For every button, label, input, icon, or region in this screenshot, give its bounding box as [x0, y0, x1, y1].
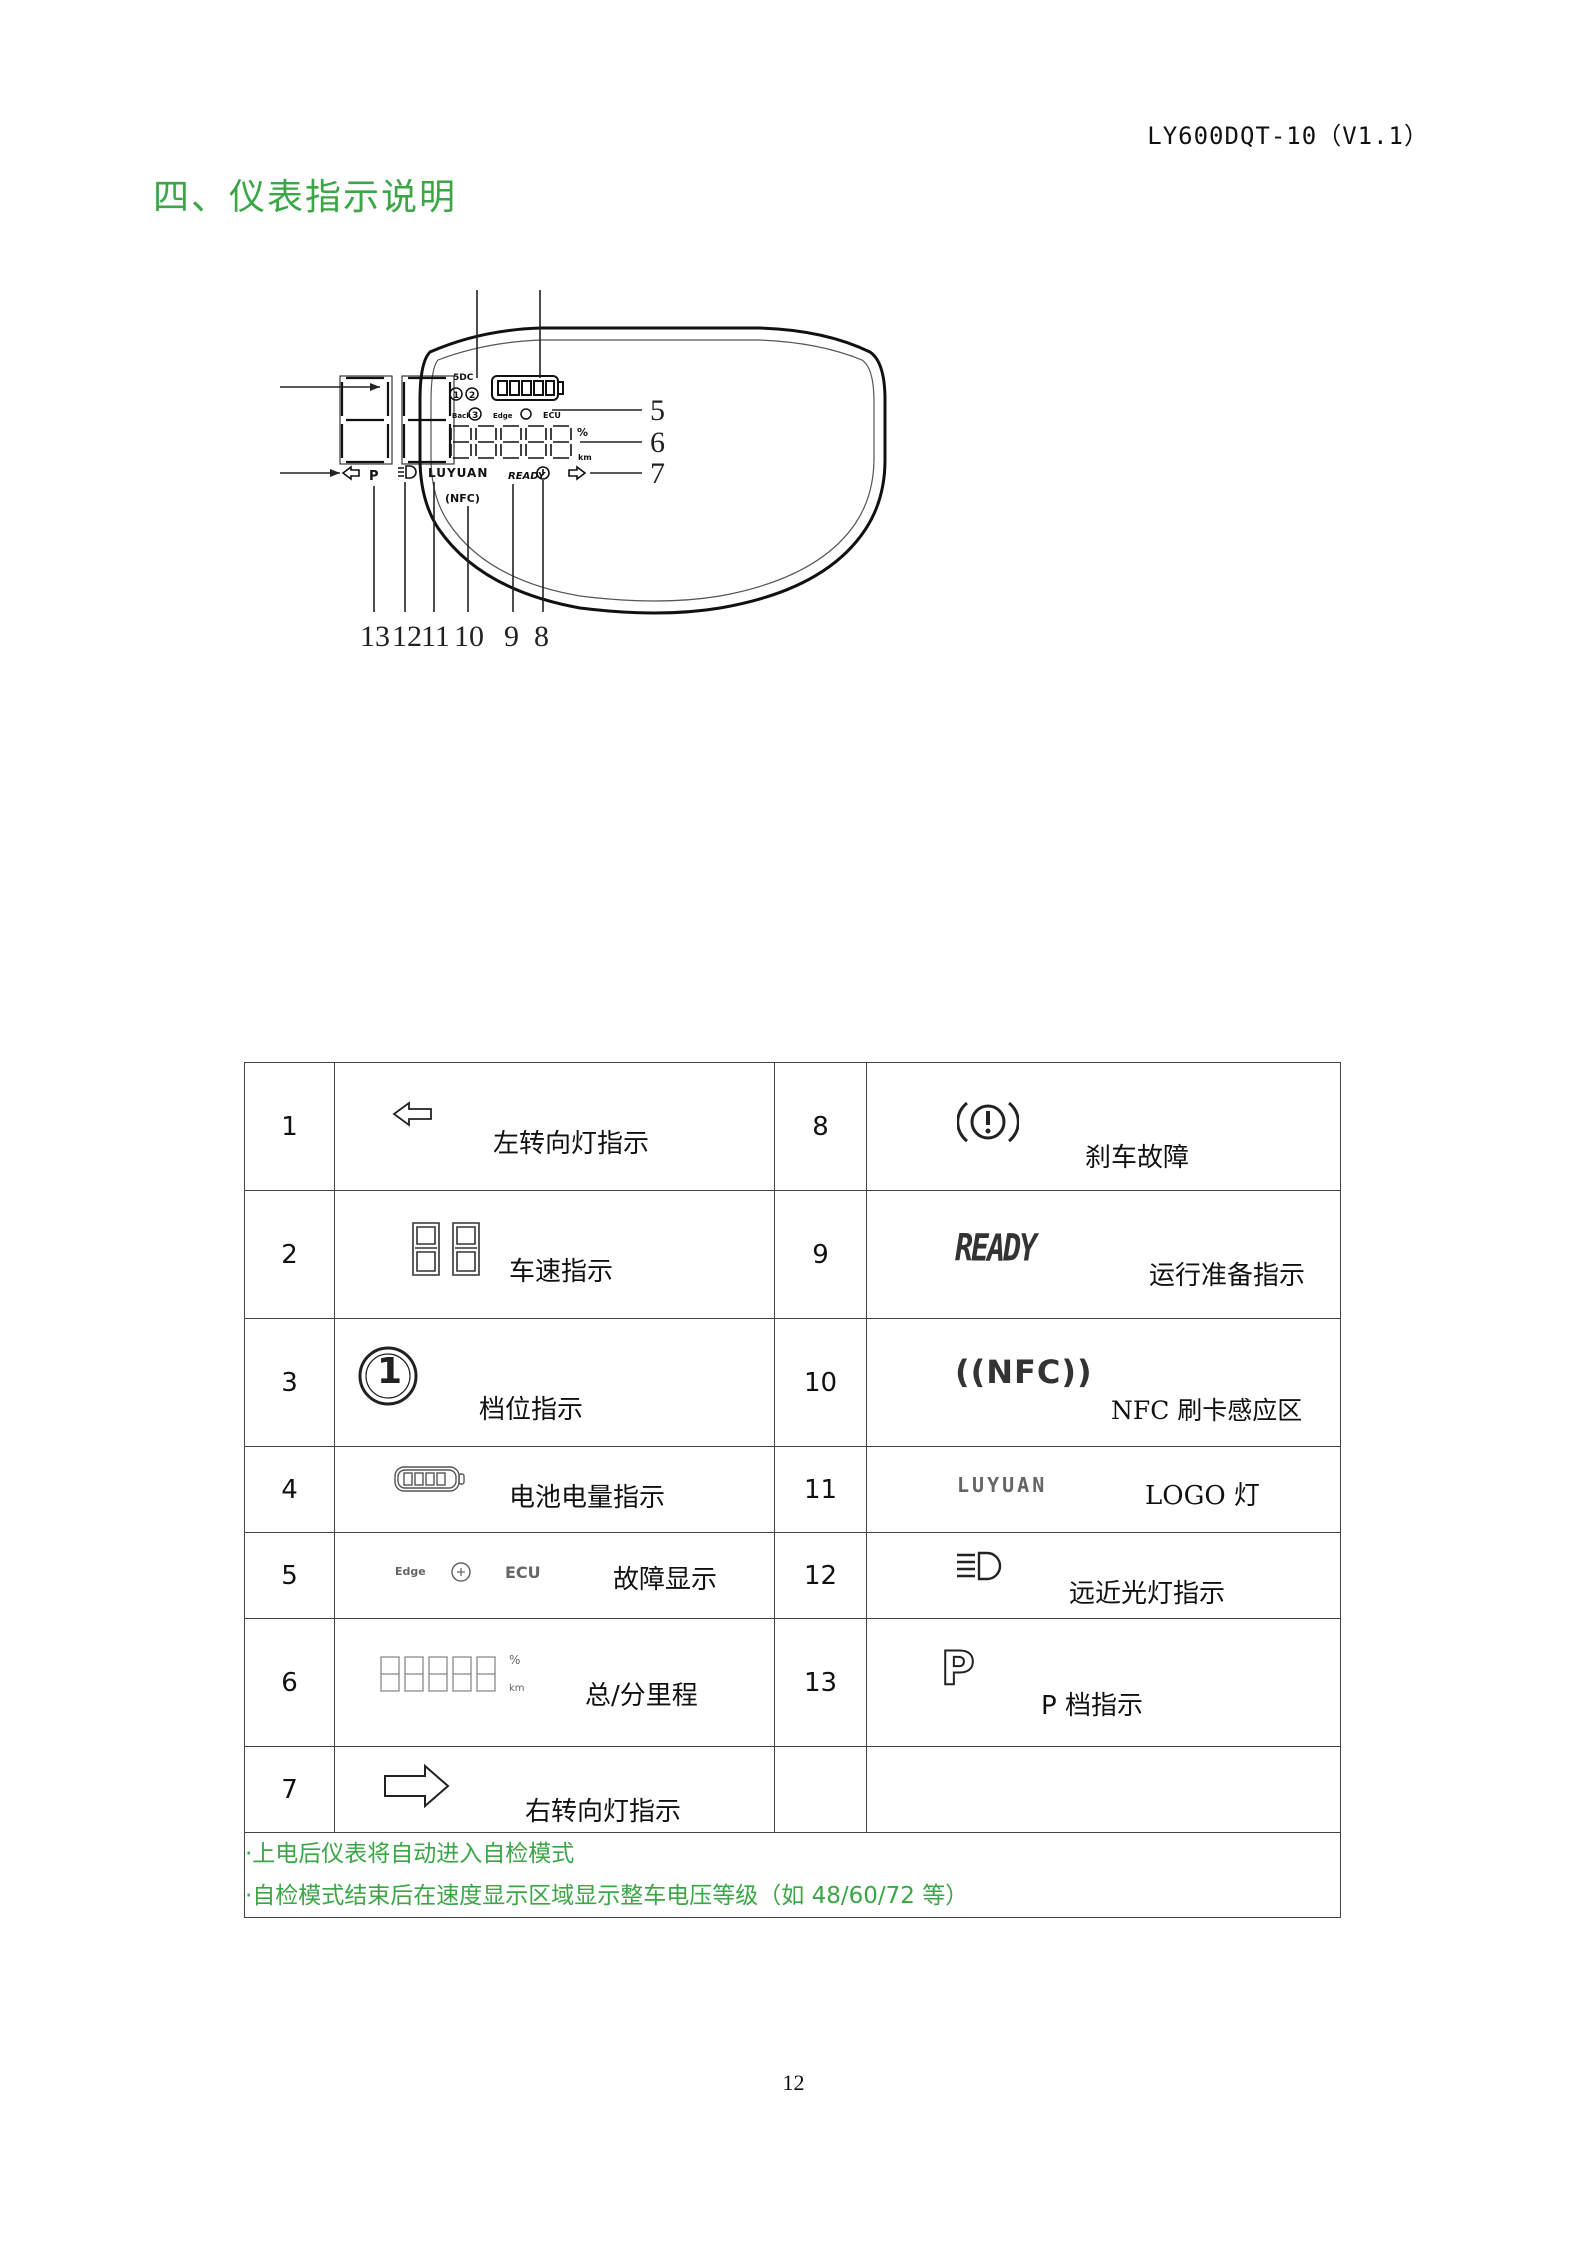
row-number: 13 [774, 1618, 867, 1747]
table-row: 3 1 档位指示 10 ((NFC)) NFC 刷卡感应区 [244, 1318, 1341, 1447]
cell-label: LOGO 灯 [1145, 1481, 1260, 1511]
brake-fault-icon [536, 466, 550, 480]
gear-label: 5DC [453, 373, 474, 383]
row-number: 6 [244, 1618, 335, 1747]
odo-km: km [578, 453, 592, 462]
cell-label: 电池电量指示 [509, 1483, 666, 1513]
cell-label: 远近光灯指示 [1069, 1579, 1226, 1609]
row-number: 3 [244, 1318, 335, 1447]
speed-digits [339, 375, 455, 465]
headlight-icon [957, 1551, 1002, 1581]
gear-side-label: Back [452, 412, 471, 420]
row-number: 8 [774, 1062, 867, 1191]
cell-label: 左转向灯指示 [493, 1129, 650, 1159]
luyuan-logo-icon: LUYUAN [957, 1473, 1048, 1497]
odo-km: km [509, 1683, 525, 1694]
cell-label: 车速指示 [509, 1257, 614, 1287]
logo-text: LUYUAN [428, 466, 488, 480]
left-turn-arrow-icon [392, 1101, 432, 1127]
right-turn-icon [568, 465, 587, 481]
callout-13: 13 [360, 620, 390, 653]
speed-digit-1 [339, 375, 393, 465]
row-number: 9 [774, 1190, 867, 1319]
headlight-icon [398, 465, 417, 479]
document-id: LY600DQT-10（V1.1） [1147, 122, 1429, 150]
callout-5: 5 [650, 394, 665, 427]
fault-edge-icon: Edge [395, 1565, 426, 1578]
table-row: 6 % km 总/分里程 13 P P 档指示 [244, 1618, 1341, 1747]
odo-percent: % [577, 426, 588, 439]
table-row: 7 右转向灯指示 [244, 1746, 1341, 1833]
gear-3: 3 [472, 411, 478, 421]
cell-label: P 档指示 [1041, 1691, 1143, 1721]
table-row: 1 左转向灯指示 8 刹车故障 [244, 1062, 1341, 1191]
battery-icon [394, 1466, 465, 1492]
callout-9: 9 [504, 620, 519, 653]
p-gear-icon: P [369, 469, 379, 484]
row-number: 10 [774, 1318, 867, 1447]
callout-7: 7 [650, 457, 665, 490]
panel-outline [418, 326, 887, 615]
page-number: 12 [782, 2070, 805, 2095]
fault-ecu-icon: ECU [505, 1563, 541, 1582]
gear-number: 1 [377, 1351, 403, 1392]
callout-11: 11 [421, 620, 450, 653]
fault-engine-icon [520, 408, 532, 420]
speed-digits-icon [412, 1222, 480, 1276]
cell-label: 总/分里程 [585, 1681, 698, 1711]
right-turn-arrow-icon [384, 1763, 450, 1809]
nfc-text: (NFC) [445, 492, 480, 505]
table-row: 5 Edge ECU 故障显示 12 远近光灯指示 [244, 1532, 1341, 1619]
nfc-icon: ((NFC)) [955, 1353, 1093, 1391]
note-line: ·上电后仪表将自动进入自检模式 [245, 1841, 575, 1867]
row-number: 12 [774, 1532, 867, 1619]
row-number: 7 [244, 1746, 335, 1833]
gear-2: 2 [469, 391, 475, 401]
row-number: 1 [244, 1062, 335, 1191]
brake-fault-icon [957, 1101, 1019, 1143]
note-line: ·自检模式结束后在速度显示区域显示整车电压等级（如 48/60/72 等） [245, 1883, 969, 1909]
row-number [774, 1746, 867, 1833]
battery-icon [491, 375, 564, 401]
cell-label: 档位指示 [479, 1395, 584, 1425]
fault-edge-icon: Edge [493, 412, 513, 420]
cell-label: 故障显示 [613, 1565, 718, 1595]
cell-label: 运行准备指示 [1149, 1261, 1306, 1291]
arrowheads [330, 383, 380, 477]
cell-label: 刹车故障 [1085, 1143, 1190, 1173]
panel-inner-outline [430, 339, 875, 602]
cell-label: 右转向灯指示 [525, 1797, 682, 1827]
p-gear-icon: P [940, 1640, 976, 1696]
section-title: 四、仪表指示说明 [153, 177, 458, 218]
ready-icon: READY [955, 1226, 1037, 1271]
speed-digit-2 [401, 375, 455, 465]
odometer-digits-icon [380, 1656, 496, 1692]
row-number: 4 [244, 1446, 335, 1533]
cell-label: NFC 刷卡感应区 [1111, 1396, 1303, 1425]
callout-6: 6 [650, 426, 665, 459]
gear-1: 1 [453, 391, 459, 401]
odo-percent: % [509, 1653, 521, 1667]
gear-circle-icon [358, 1346, 418, 1406]
callout-8: 8 [534, 620, 549, 653]
odometer-digits [450, 425, 572, 459]
notes-row: ·上电后仪表将自动进入自检模式 ·自检模式结束后在速度显示区域显示整车电压等级（… [244, 1832, 1341, 1918]
table-row: 2 车速指示 9 READY 运行准备指示 [244, 1190, 1341, 1319]
row-number: 2 [244, 1190, 335, 1319]
row-number: 5 [244, 1532, 335, 1619]
callout-10: 10 [454, 620, 484, 653]
indicator-legend-table: 1 左转向灯指示 8 刹车故障 2 [244, 1062, 1341, 1918]
leader-lines [280, 290, 642, 612]
table-row: 4 电池电量指示 11 LUYUAN LOGO 灯 [244, 1446, 1341, 1533]
instrument-diagram: 5DC 1 2 Back 3 Edge ECU % km P LUYUAN (N… [280, 290, 887, 653]
left-turn-icon [341, 465, 360, 481]
ready-icon: READY [508, 471, 547, 482]
callout-12: 12 [392, 620, 422, 653]
fault-engine-icon [451, 1562, 471, 1582]
row-number: 11 [774, 1446, 867, 1533]
fault-ecu-icon: ECU [543, 411, 561, 420]
